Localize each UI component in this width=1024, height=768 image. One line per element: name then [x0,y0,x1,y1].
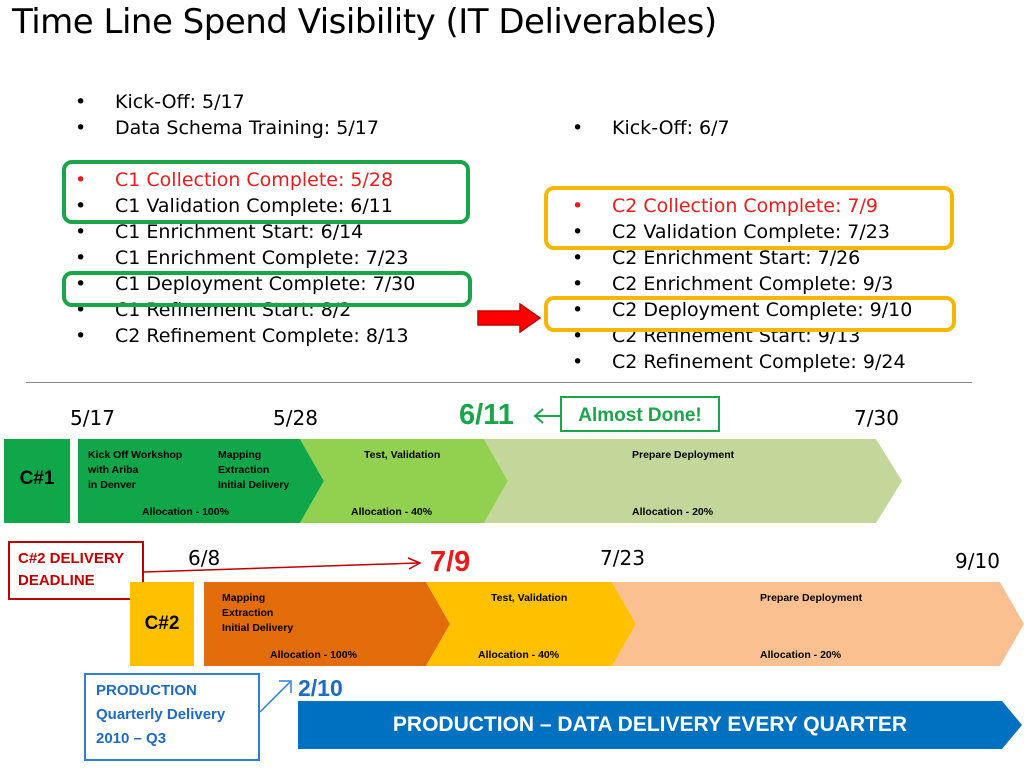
list-item: C1 Enrichment Complete: 7/23 [75,245,415,271]
list-item: C2 Enrichment Complete: 9/3 [572,271,912,297]
c2-label-block [130,582,194,666]
c1-phase-3-title: Prepare Deployment [632,449,735,461]
c2-phase-2-allocation: Allocation - 40% [478,649,560,661]
c1-date-collection: 5/28 [273,406,318,430]
c1-date-validation: 6/11 [459,399,514,431]
list-item: C1 Enrichment Start: 6/14 [75,219,415,245]
list-item: C1 Validation Complete: 6/11 [75,193,415,219]
list-item: C1 Collection Complete: 5/28 [75,167,415,193]
list-item: C2 Enrichment Start: 7/26 [572,245,912,271]
list-item: C2 Deployment Complete: 9/10 [572,297,912,323]
c2-phase-2-title: Test, Validation [491,592,568,604]
red-right-arrow-icon [477,303,542,333]
c1-phase-3-allocation: Allocation - 20% [632,506,714,518]
c1-label-block [4,439,70,523]
c1-phase-1-text-a: Kick Off Workshop with Ariba in Denver [88,449,183,491]
production-banner: PRODUCTION – DATA DELIVERY EVERY QUARTER [392,713,908,736]
c2-timeline-bar [130,582,1024,666]
c2-phase-3-chevron [612,582,1024,666]
deadline-arrow-icon [144,557,422,573]
c1-highlight-box-collection [62,160,470,224]
list-item: C2 Validation Complete: 7/23 [572,219,912,245]
divider [26,382,972,383]
c2-label: C#2 [144,613,180,634]
c2-date-collection: 7/9 [430,546,471,578]
c2-phase-1-allocation: Allocation - 100% [270,649,357,661]
production-arrow-icon [259,680,292,713]
list-item: Data Schema Training: 5/17 [75,115,415,141]
c2-phase-3-title: Prepare Deployment [760,592,863,604]
list-item: C2 Collection Complete: 7/9 [572,193,912,219]
c2-highlight-box-collection [544,186,954,250]
c2-phase-2-chevron [426,582,636,666]
production-date: 2/10 [298,675,343,701]
c1-date-deployment: 7/30 [854,406,899,430]
c1-milestone-list: Kick-Off: 5/17 Data Schema Training: 5/1… [75,89,415,349]
c1-phase-2-chevron [300,439,508,523]
c2-date-deployment: 9/10 [955,549,1000,573]
c2-phase-1-chevron [204,582,450,666]
c1-timeline-bar [4,439,902,523]
c1-highlight-box-deployment [62,271,472,307]
c2-phase-1-text: Mapping Extraction Initial Delivery [222,592,294,634]
c1-date-start: 5/17 [70,406,115,430]
c2-date-start: 6/8 [188,546,221,570]
c1-phase-1-allocation: Allocation - 100% [142,506,229,518]
page-title: Time Line Spend Visibility (IT Deliverab… [12,2,717,42]
list-item: Kick-Off: 5/17 [75,89,415,115]
c1-label: C#1 [19,468,55,489]
almost-done-callout: Almost Done! [560,396,720,432]
list-item: Kick-Off: 6/7 [572,115,912,141]
list-item: C1 Deployment Complete: 7/30 [75,271,415,297]
c1-phase-2-title: Test, Validation [364,449,441,461]
c2-milestone-list: Kick-Off: 6/7 C2 Collection Complete: 7/… [572,115,912,375]
c2-delivery-deadline-box: C#2 DELIVERY DEADLINE [8,541,144,600]
c2-date-validation: 7/23 [600,546,645,570]
c2-highlight-box-deployment [544,296,956,332]
list-item: C2 Refinement Complete: 8/13 [75,323,415,349]
c1-phase-2-allocation: Allocation - 40% [351,506,433,518]
c1-phase-1-text-b: Mapping Extraction Initial Delivery [218,449,290,491]
left-arrow-icon [533,408,560,424]
list-item: C2 Refinement Complete: 9/24 [572,349,912,375]
c2-phase-3-allocation: Allocation - 20% [760,649,842,661]
production-box: PRODUCTION Quarterly Delivery 2010 – Q3 [84,673,260,761]
production-banner-shape [298,701,1022,749]
c1-phase-3-chevron [484,439,902,523]
c1-phase-1-chevron [78,439,324,523]
